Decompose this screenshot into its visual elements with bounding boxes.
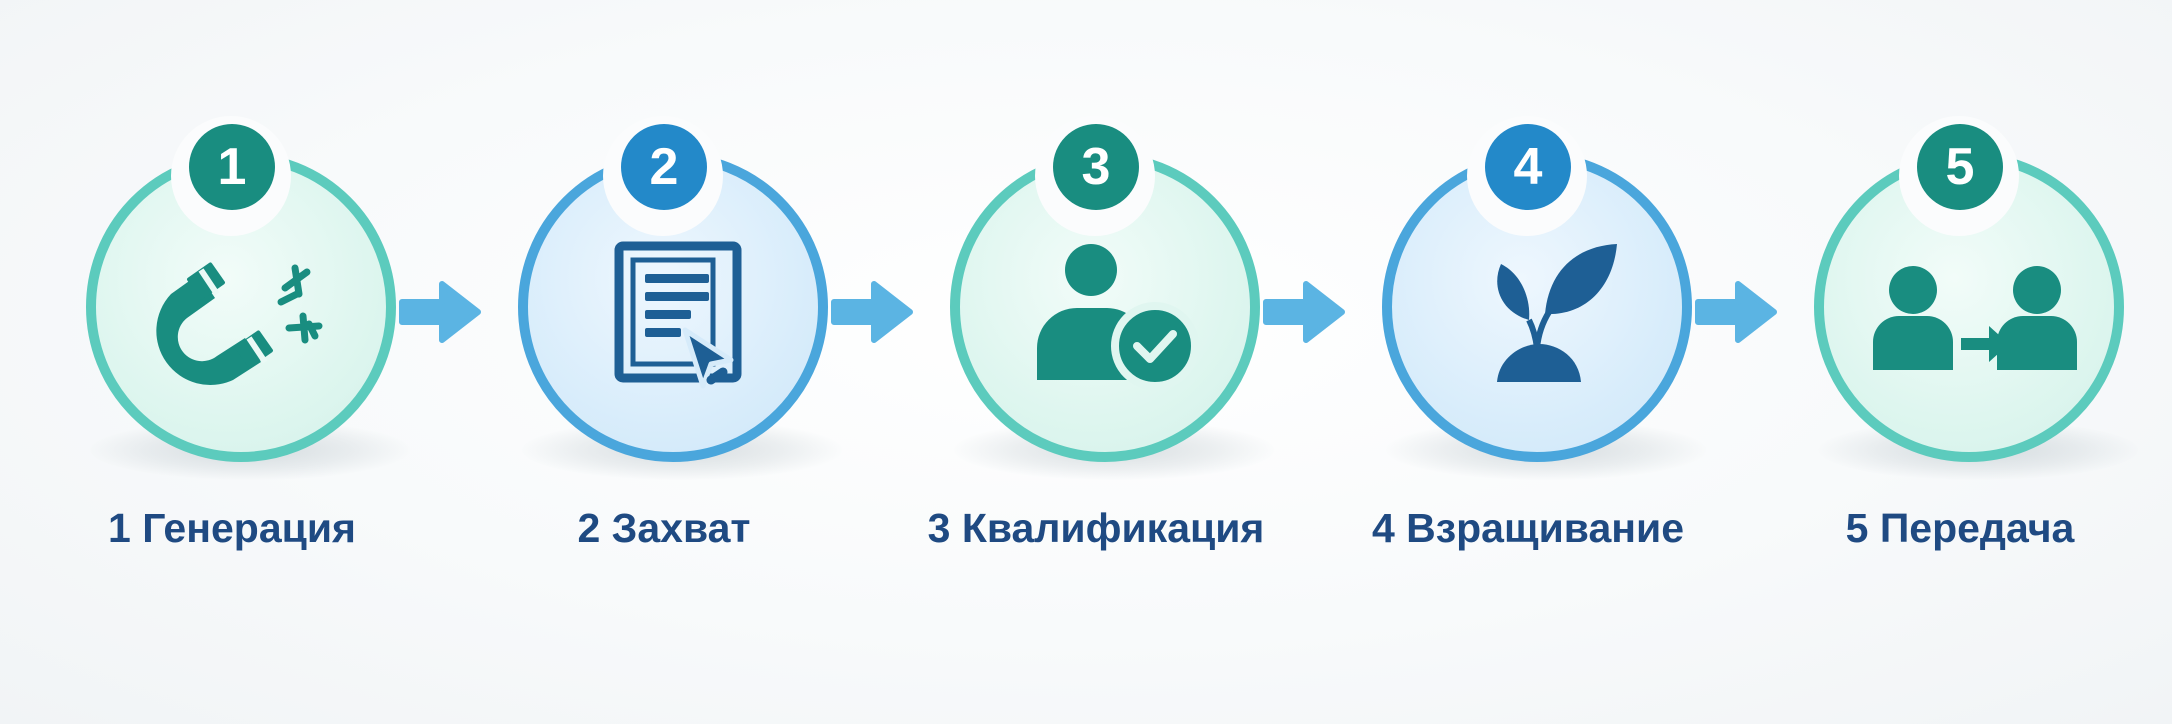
step-handoff: 5 5 Передача — [1728, 0, 2172, 724]
step-nurturing: 4 4 Взращивание — [1296, 0, 1796, 724]
arrow-right-icon — [1694, 276, 1778, 348]
step-number-badge: 2 — [621, 124, 707, 210]
step-label: 1 Генерация — [108, 505, 356, 551]
step-number-badge: 5 — [1917, 124, 2003, 210]
step-qualification: 3 3 Квалификация — [864, 0, 1364, 724]
arrow-right-icon — [830, 276, 914, 348]
step-label: 2 Захват — [577, 505, 751, 551]
step-number-badge: 1 — [189, 124, 275, 210]
sprout-icon — [1497, 244, 1617, 382]
step-label: 5 Передача — [1845, 505, 2075, 551]
step-label: 4 Взращивание — [1371, 505, 1685, 551]
arrow-right-icon — [398, 276, 482, 348]
step-generation: 1 1 Генерация — [0, 0, 500, 724]
step-number-badge: 3 — [1053, 124, 1139, 210]
user-handoff-icon — [1873, 266, 2077, 370]
user-check-icon — [1037, 244, 1199, 390]
step-number-badge: 4 — [1485, 124, 1571, 210]
form-cursor-icon — [614, 241, 742, 389]
step-capture: 2 2 Захват — [432, 0, 932, 724]
step-label: 3 Квалификация — [927, 505, 1265, 551]
magnet-icon — [156, 262, 323, 385]
arrow-right-icon — [1262, 276, 1346, 348]
